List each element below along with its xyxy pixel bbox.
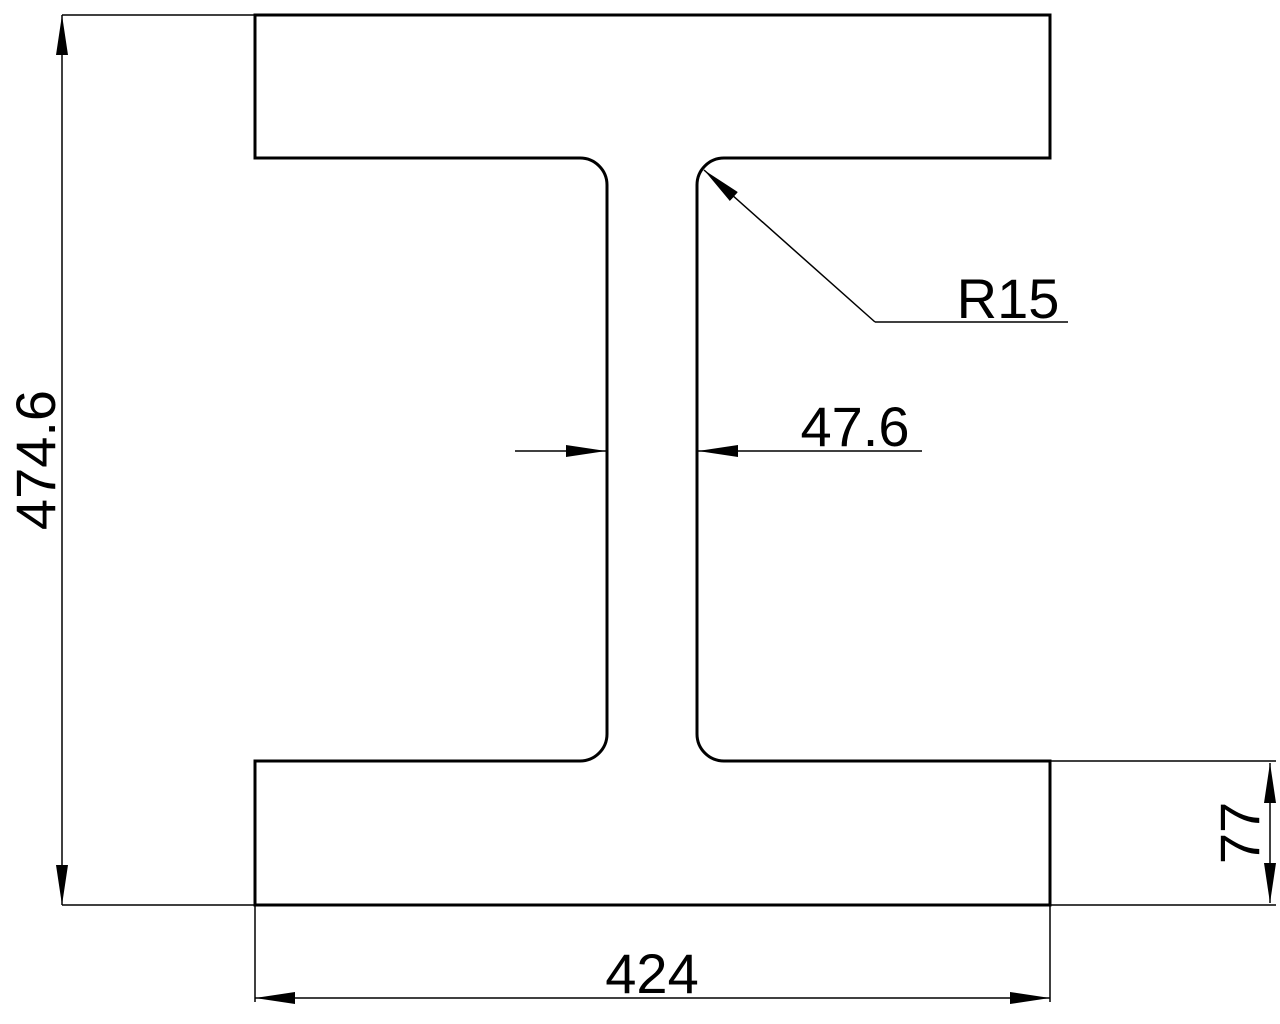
i-beam-profile [253,13,1052,907]
fillet-radius-leader: R15 [703,169,1068,330]
width-dimension: 424 [254,905,1051,1005]
height-label: 474.6 [4,390,67,530]
fillet-radius-label: R15 [957,267,1060,330]
web-thickness-dimension: 47.6 [515,395,922,458]
width-label: 424 [605,942,698,1005]
flange-thickness-label: 77 [1208,802,1271,864]
flange-thickness-dimension: 77 [1050,760,1276,906]
web-thickness-label: 47.6 [801,395,910,458]
height-dimension: 474.6 [4,14,255,906]
